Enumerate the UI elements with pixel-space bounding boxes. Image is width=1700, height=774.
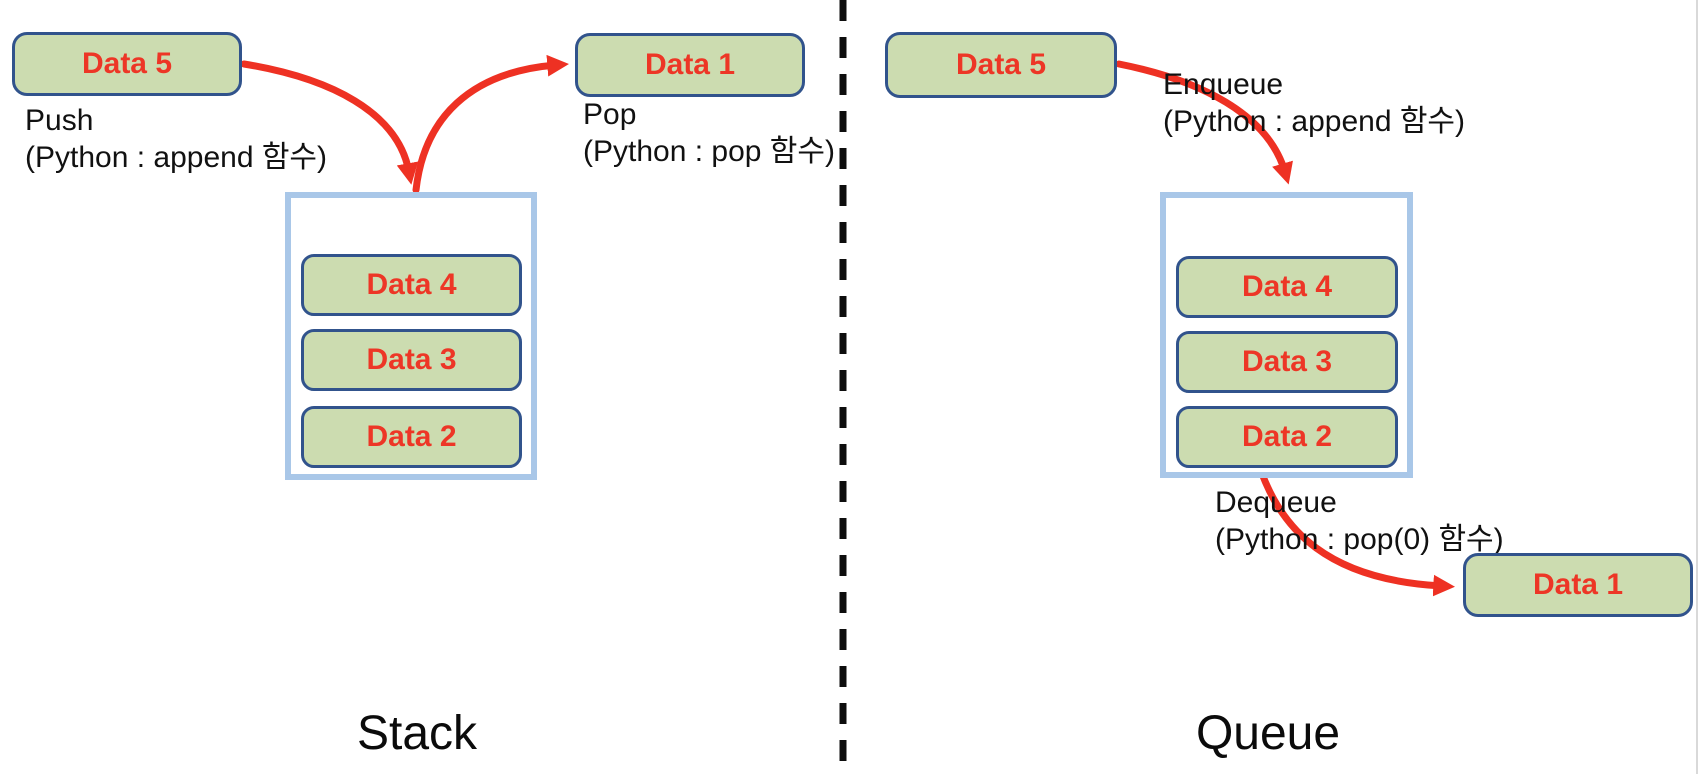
queue-incoming-data-label: Data 5 (955, 48, 1047, 81)
stack-container: Data 4 Data 3 Data 2 (285, 192, 537, 480)
queue-incoming-data-box: Data 5 (885, 32, 1117, 98)
pop-annotation-line1: Pop (583, 98, 637, 131)
stack-item-label-3: Data 2 (366, 420, 457, 453)
push-annotation: Push (Python : append 함수) (25, 102, 327, 176)
queue-item-label-1: Data 4 (1241, 270, 1333, 303)
stack-item-box-1: Data 4 (301, 254, 522, 316)
queue-container: Data 4 Data 3 Data 2 (1160, 192, 1413, 478)
enqueue-annotation-line1: Enqueue (1163, 68, 1284, 101)
queue-item-label-3: Data 2 (1241, 420, 1333, 453)
stack-incoming-data-box: Data 5 (12, 32, 242, 96)
queue-title: Queue (1195, 707, 1341, 760)
queue-item-box-1: Data 4 (1176, 256, 1398, 318)
stack-outgoing-data-box: Data 1 (575, 33, 805, 97)
stack-item-box-3: Data 2 (301, 406, 522, 468)
pop-arrow (412, 54, 569, 194)
queue-item-box-3: Data 2 (1176, 406, 1398, 468)
stack-incoming-data-label: Data 5 (81, 47, 173, 80)
queue-outgoing-data-label: Data 1 (1532, 568, 1624, 601)
dequeue-annotation: Dequeue (Python : pop(0) 함수) (1215, 484, 1504, 558)
enqueue-annotation-line2: (Python : append 함수) (1163, 105, 1466, 138)
pop-annotation: Pop (Python : pop 함수) (583, 96, 835, 170)
push-annotation-line1: Push (25, 104, 94, 137)
enqueue-annotation: Enqueue (Python : append 함수) (1163, 66, 1465, 140)
stack-item-label-1: Data 4 (366, 268, 457, 301)
right-edge-line (1696, 0, 1698, 774)
stack-item-label-2: Data 3 (366, 343, 457, 376)
queue-item-box-2: Data 3 (1176, 331, 1398, 393)
queue-item-label-2: Data 3 (1241, 345, 1333, 378)
queue-outgoing-data-box: Data 1 (1463, 553, 1693, 617)
stack-title: Stack (356, 707, 478, 760)
dequeue-annotation-line2: (Python : pop(0) 함수) (1215, 523, 1504, 556)
stack-item-box-2: Data 3 (301, 329, 522, 391)
dequeue-annotation-line1: Dequeue (1215, 486, 1337, 519)
stack-outgoing-data-label: Data 1 (644, 48, 736, 81)
pop-annotation-line2: (Python : pop 함수) (583, 135, 835, 168)
push-annotation-line2: (Python : append 함수) (25, 141, 328, 174)
